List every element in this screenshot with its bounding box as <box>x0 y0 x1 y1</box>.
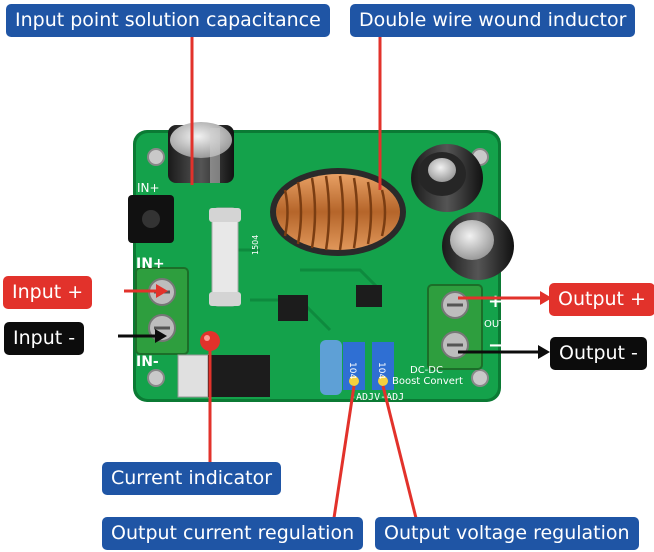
silk-pot-b: 104 <box>376 362 386 379</box>
callout-inductor: Double wire wound inductor <box>350 4 636 37</box>
silk-boost: Boost Convert <box>392 376 463 387</box>
callout-output-minus: Output - <box>550 337 647 370</box>
arrow-input-plus <box>124 284 168 298</box>
callout-input-capacitance: Input point solution capacitance <box>6 4 330 37</box>
resistor <box>320 340 342 395</box>
leader-current-regulation <box>332 385 356 519</box>
fuse <box>209 207 241 307</box>
voltage-regulator <box>177 354 270 398</box>
callout-voltage-regulation: Output voltage regulation <box>375 517 639 550</box>
mounting-hole <box>147 148 165 166</box>
callout-current-regulation: Output current regulation <box>102 517 364 550</box>
current-led <box>200 331 220 351</box>
silk-in-plus-top: IN+ <box>137 181 160 195</box>
dc-jack <box>128 195 174 243</box>
arrow-output-minus <box>458 345 550 359</box>
output-capacitor <box>442 212 514 280</box>
callout-output-plus: Output + <box>549 283 654 316</box>
silk-out: OUT <box>484 319 506 330</box>
silk-in-minus: IN- <box>136 354 159 370</box>
silk-plus: + <box>488 291 503 312</box>
mounting-hole <box>471 369 489 387</box>
arrow-input-minus <box>118 329 167 343</box>
ic-chip <box>356 285 382 307</box>
silk-pot-a: 104 <box>347 362 357 379</box>
toroid-inductor <box>270 168 406 256</box>
silk-in-plus: IN+ <box>136 256 165 272</box>
ic-chip <box>278 295 308 321</box>
silk-dc-dc: DC-DC <box>410 365 443 376</box>
callout-input-plus: Input + <box>3 276 93 309</box>
output-capacitor <box>411 144 483 212</box>
leader-voltage-regulation <box>381 385 418 519</box>
silk-adj: -ADJV-ADJ <box>350 392 404 403</box>
callout-input-minus: Input - <box>4 322 85 355</box>
input-capacitor <box>168 122 234 183</box>
input-terminal-block <box>135 267 189 355</box>
current-potentiometer <box>343 342 365 390</box>
arrow-output-plus <box>458 291 552 305</box>
silk-part-code: 1504 <box>251 235 260 255</box>
pcb-board <box>133 130 501 402</box>
voltage-potentiometer <box>372 342 394 390</box>
callout-current-indicator: Current indicator <box>102 462 282 495</box>
mounting-hole <box>147 369 165 387</box>
